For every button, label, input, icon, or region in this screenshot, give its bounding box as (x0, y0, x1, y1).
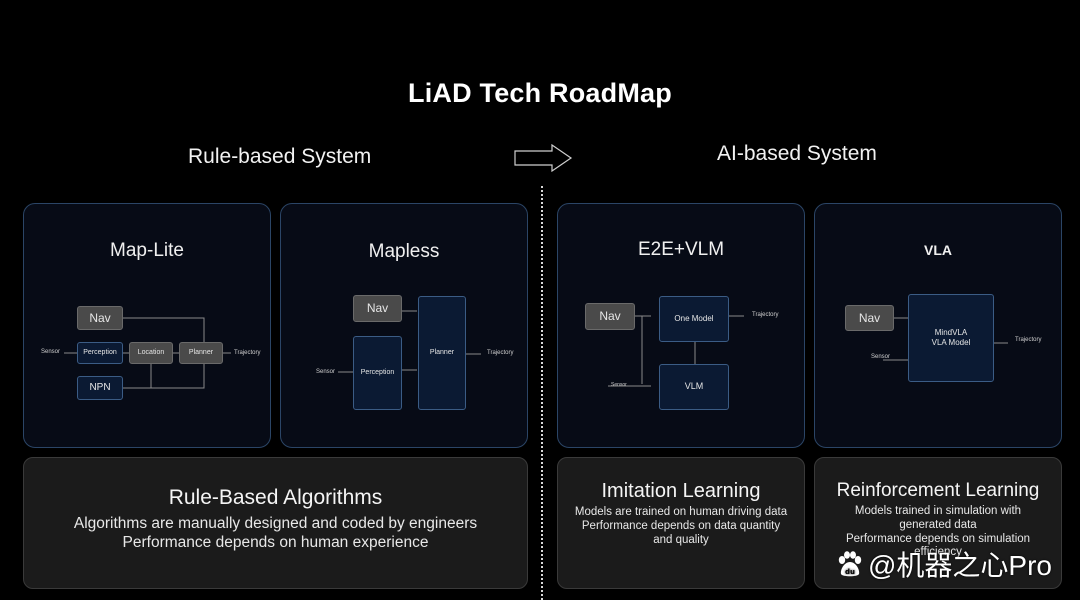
node-npn: NPN (77, 376, 123, 400)
baidu-paw-icon: du (838, 551, 862, 577)
panel-heading: Reinforcement Learning (836, 480, 1040, 501)
section-label-rule-based: Rule-based System (188, 145, 372, 168)
card-title: Mapless (368, 241, 440, 262)
right-arrow-icon (514, 144, 573, 172)
connector-lines (883, 317, 1008, 361)
node-perception: Perception (353, 336, 402, 410)
node-nav: Nav (77, 306, 123, 330)
label-sensor: Sensor (316, 369, 336, 375)
node-nav: Nav (585, 303, 635, 330)
label-sensor: Sensor (41, 349, 61, 355)
node-planner: Planner (179, 342, 223, 364)
label-trajectory: Trajectory (752, 312, 779, 318)
label-trajectory: Trajectory (487, 350, 514, 356)
label-trajectory: Trajectory (1015, 337, 1042, 343)
card-e2e-vlm: E2E+VLM Nav One Model VLM Sensor Traject… (557, 203, 805, 448)
watermark-text: @机器之心Pro (868, 550, 1052, 581)
model-name: MindVLA (934, 328, 968, 337)
card-vla: VLA Nav MindVLA VLA Model Sensor Traject… (814, 203, 1062, 448)
panel-line: efficiency (914, 546, 962, 559)
model-type: VLA Model (931, 338, 971, 347)
panel-heading: Imitation Learning (601, 480, 761, 502)
panel-line: Models trained in simulation with (854, 505, 1022, 517)
node-nav: Nav (353, 295, 402, 322)
connector-lines (64, 317, 231, 389)
panel-line: Models are trained on human driving data (574, 506, 788, 518)
panel-line: Algorithms are manually designed and cod… (73, 515, 478, 532)
label-sensor: Sensor (611, 382, 627, 388)
card-title: Map-Lite (110, 240, 184, 261)
node-nav: Nav (845, 305, 894, 331)
node-location: Location (129, 342, 173, 364)
watermark: du @机器之心Pro (836, 544, 1052, 584)
node-vlm: VLM (659, 364, 729, 410)
panel-line: and quality (653, 533, 709, 546)
label-sensor: Sensor (871, 354, 891, 360)
node-one-model: One Model (659, 296, 729, 342)
card-mapless: Mapless Sensor Nav Perception Planner Tr… (280, 203, 528, 448)
node-perception: Perception (77, 342, 123, 364)
connector-lines (338, 310, 481, 373)
panel-line: Performance depends on simulation (845, 532, 1031, 545)
card-title: VLA (924, 242, 952, 258)
svg-text:du: du (845, 568, 855, 576)
panel-line: Performance depends on data quantity (581, 519, 781, 532)
node-planner: Planner (418, 296, 466, 410)
node-mindvla-model: MindVLA VLA Model (908, 294, 994, 382)
card-map-lite: Map-Lite Sensor Nav Perception Location … (23, 203, 271, 448)
panel-imitation-learning: Imitation Learning Models are trained on… (557, 457, 805, 589)
connector-lines (608, 315, 744, 387)
panel-line: Performance depends on human experience (122, 534, 429, 552)
panel-rule-based-algorithms: Rule-Based Algorithms Algorithms are man… (23, 457, 528, 589)
label-trajectory: Trajectory (234, 350, 261, 356)
page-title: LiAD Tech RoadMap (408, 78, 672, 108)
panel-line: generated data (899, 518, 977, 531)
section-label-ai-based: AI-based System (717, 142, 877, 165)
panel-heading: Rule-Based Algorithms (168, 486, 383, 509)
card-title: E2E+VLM (637, 239, 725, 260)
section-divider (541, 186, 543, 600)
